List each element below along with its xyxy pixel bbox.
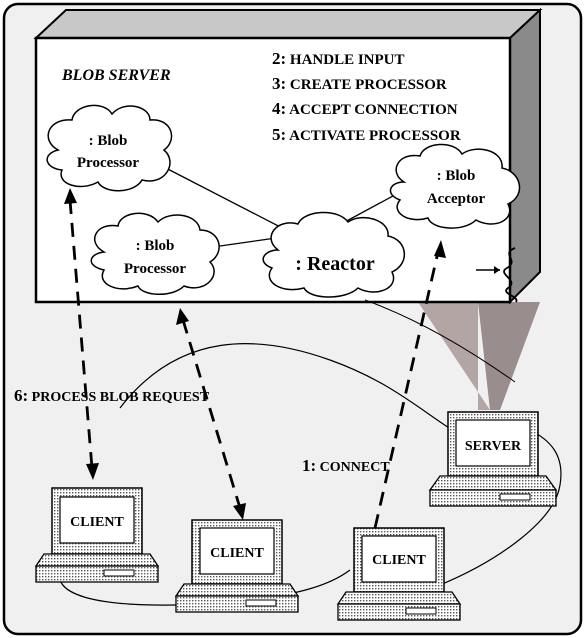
network-cable-server (364, 299, 516, 383)
step-item: 2: HANDLE INPUT (272, 49, 405, 68)
thread-icon (476, 247, 518, 303)
step-list: 2: HANDLE INPUT 3: CREATE PROCESSOR 4: A… (272, 49, 461, 144)
cloud-reactor (262, 211, 406, 298)
acceptor-label-2: Acceptor (427, 191, 486, 207)
server-box-top (33, 9, 543, 39)
client-right-label: CLIENT (372, 553, 426, 568)
server-computer-label: SERVER (465, 439, 522, 454)
arrowhead-up-left (64, 188, 77, 204)
arrow-process-mid (181, 319, 242, 509)
link-processor-mid-reactor (219, 237, 277, 247)
client-left-label: CLIENT (70, 515, 124, 530)
acceptor-label-1: : Blob (437, 168, 476, 184)
message-process: 6: PROCESS BLOB REQUEST (14, 386, 210, 405)
arrowhead-up-connect (434, 240, 446, 258)
processor-mid-label-2: Processor (124, 261, 187, 277)
cloud-processor-top (46, 104, 173, 192)
network-cable-top (119, 343, 471, 441)
server-cone-shade (478, 302, 540, 410)
arrow-connect (373, 251, 440, 529)
message-connect: 1: CONNECT (302, 456, 390, 475)
step-item: 4: ACCEPT CONNECTION (272, 99, 458, 118)
arrowhead-down-left (86, 463, 99, 480)
processor-mid-label-1: : Blob (136, 238, 175, 254)
cloud-processor-mid (90, 212, 220, 295)
step-item: 3: CREATE PROCESSOR (272, 74, 447, 93)
server-box-side (509, 7, 541, 305)
network-cable-right (439, 429, 562, 586)
client-right-computer: CLIENT (336, 527, 462, 621)
cloud-acceptor (389, 143, 521, 229)
client-mid-label: CLIENT (210, 546, 264, 561)
client-mid-computer: CLIENT (174, 519, 300, 613)
processor-top-label-2: Processor (77, 155, 140, 171)
server-cone (418, 302, 490, 410)
server-title: BLOB SERVER (61, 67, 171, 84)
link-processor-top-reactor (159, 164, 291, 233)
step-item: 5: ACTIVATE PROCESSOR (272, 125, 461, 144)
arrowhead-down-mid (233, 503, 246, 520)
server-computer: SERVER (428, 411, 558, 507)
arrowhead-up-mid (176, 308, 189, 325)
client-left-computer: CLIENT (34, 487, 160, 583)
reactor-label: : Reactor (295, 253, 375, 275)
processor-top-label-1: : Blob (89, 133, 128, 149)
